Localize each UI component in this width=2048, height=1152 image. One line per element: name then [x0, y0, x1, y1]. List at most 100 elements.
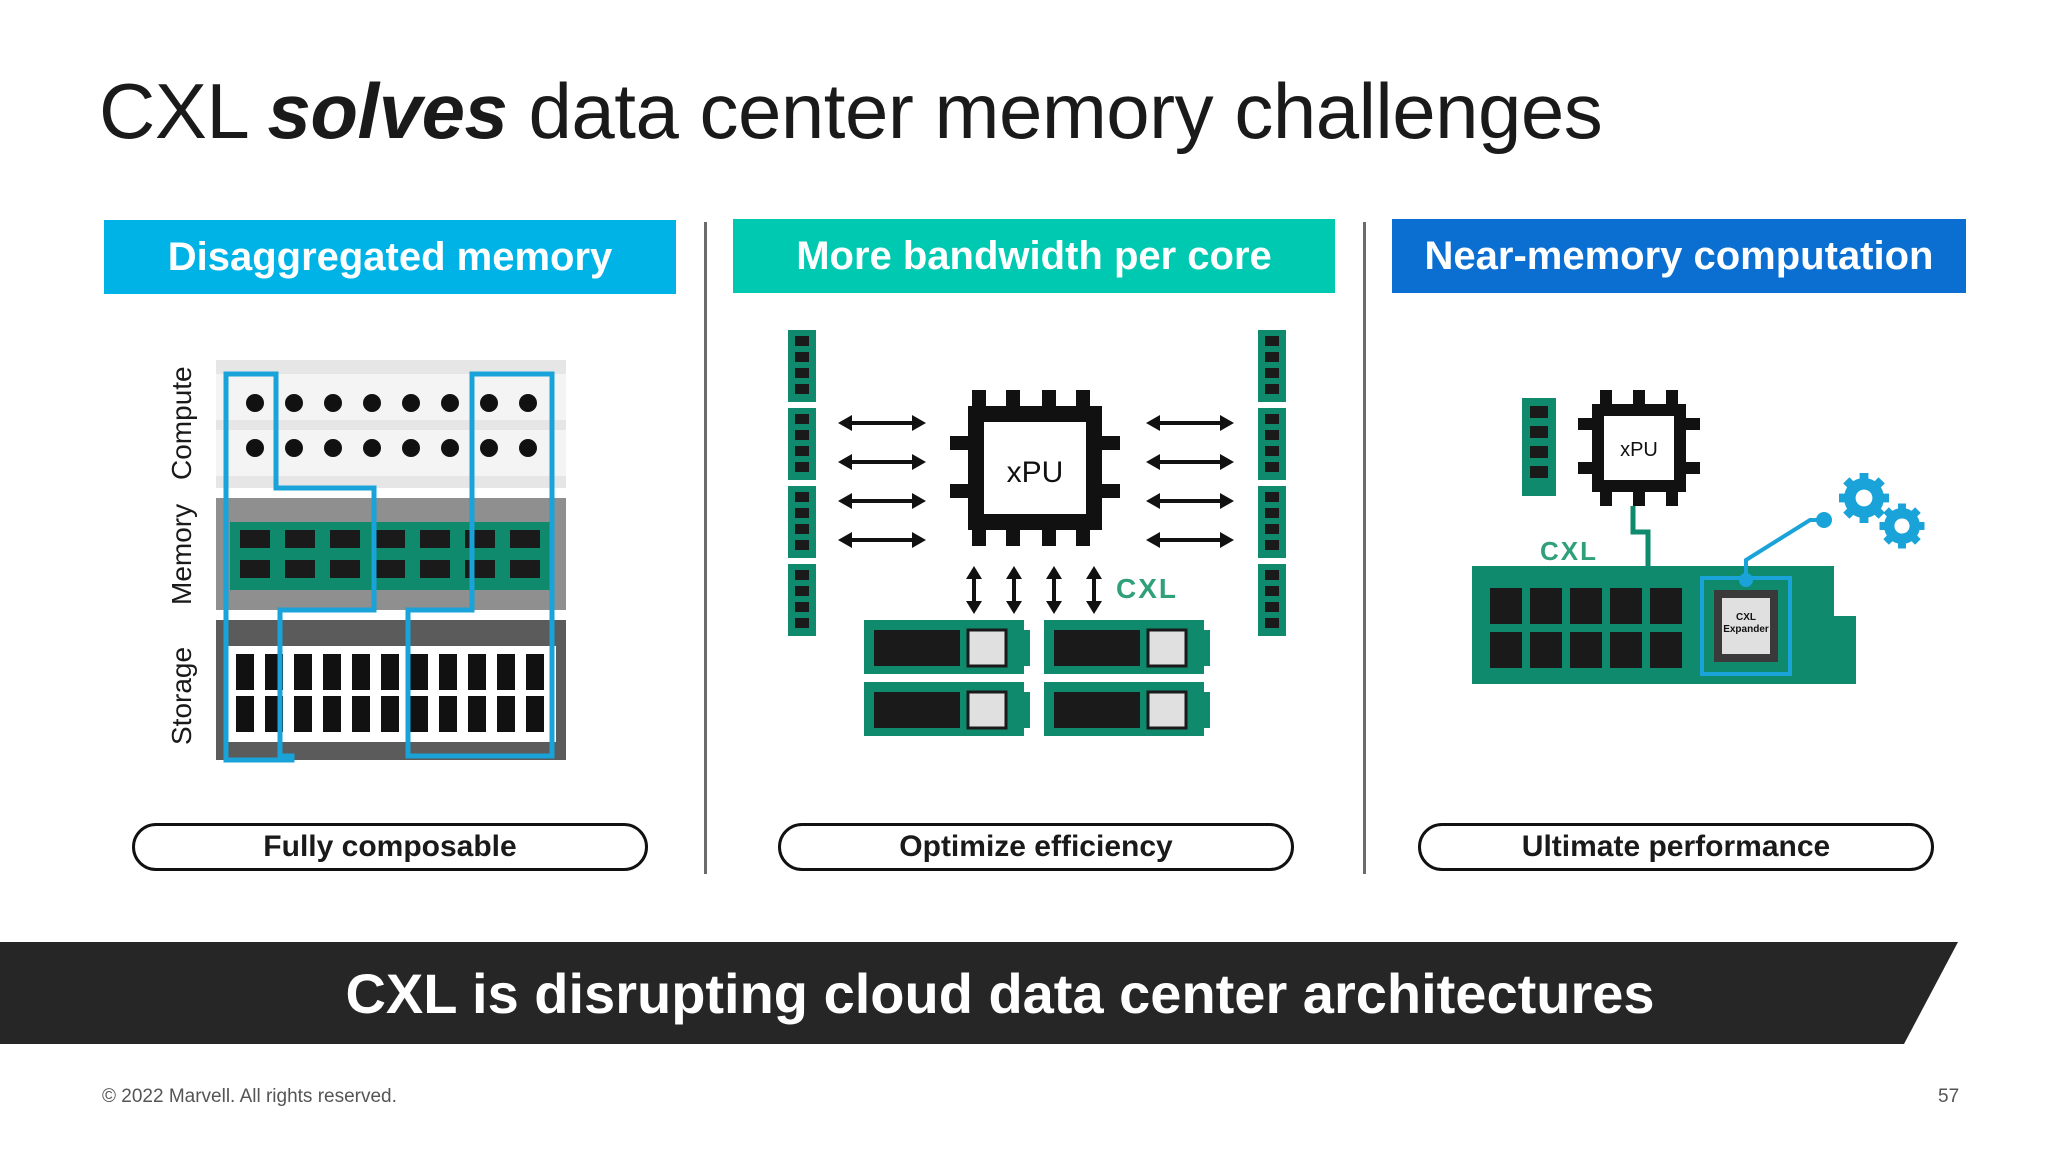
rack-labels: Compute Memory Storage	[166, 366, 197, 745]
title-suffix: data center memory challenges	[507, 67, 1603, 155]
rack-diagram: Compute Memory Storage	[166, 360, 566, 763]
rack-label-compute: Compute	[166, 366, 197, 480]
compute-node	[402, 439, 420, 457]
compute-node	[363, 394, 381, 412]
title-prefix: CXL	[99, 67, 268, 155]
double-arrow-icon	[836, 413, 928, 550]
compute-node	[324, 394, 342, 412]
compute-node	[480, 394, 498, 412]
storage-drive	[352, 654, 370, 690]
header-label: More bandwidth per core	[796, 233, 1272, 278]
storage-drive	[323, 696, 341, 732]
rack-label-storage: Storage	[166, 647, 197, 745]
storage-drive	[410, 654, 428, 690]
header-near-memory: Near-memory computation	[1392, 219, 1966, 293]
memory-module	[1610, 588, 1642, 624]
storage-drive	[439, 696, 457, 732]
compute-node	[324, 439, 342, 457]
memory-module	[420, 530, 450, 548]
pill-label: Fully composable	[263, 830, 517, 863]
banner-background	[0, 942, 1958, 1044]
storage-drive	[381, 696, 399, 732]
storage-drive	[468, 654, 486, 690]
memory-module	[375, 560, 405, 578]
bandwidth-diagram: xPU CXL	[788, 330, 1286, 738]
column-divider	[1363, 222, 1366, 874]
storage-drive	[497, 654, 515, 690]
copyright-text: © 2022 Marvell. All rights reserved.	[102, 1086, 397, 1107]
memory-module	[1530, 588, 1562, 624]
memory-module	[1650, 588, 1682, 624]
memory-module	[510, 530, 540, 548]
compute-nodes	[246, 394, 537, 457]
compute-node	[246, 439, 264, 457]
memory-module	[420, 560, 450, 578]
compute-node	[246, 394, 264, 412]
storage-drive	[236, 696, 254, 732]
header-label: Disaggregated memory	[167, 234, 613, 279]
banner-text: CXL is disrupting cloud data center arch…	[345, 961, 1655, 1025]
memory-module	[1490, 632, 1522, 668]
compute-node	[480, 439, 498, 457]
memory-stick-icon	[1522, 398, 1556, 496]
storage-drive	[236, 654, 254, 690]
cxl-expander-card	[1472, 566, 1856, 684]
memory-stick-icon	[1258, 330, 1286, 636]
pill-fully-composable: Fully composable	[132, 823, 648, 871]
memory-module	[375, 530, 405, 548]
compute-node	[402, 394, 420, 412]
vertical-arrow-icon	[964, 564, 1104, 616]
page-number: 57	[1938, 1086, 1960, 1107]
pill-label: Optimize efficiency	[899, 830, 1173, 863]
storage-drive	[352, 696, 370, 732]
storage-drive	[497, 696, 515, 732]
storage-drive	[323, 654, 341, 690]
slide-title: CXL solves data center memory challenges	[99, 66, 1603, 157]
composed-server-outline-left	[223, 371, 377, 763]
memory-module	[1530, 632, 1562, 668]
expander-chip-label: CXL Expander	[1723, 612, 1769, 635]
memory-module	[1570, 632, 1602, 668]
memory-module	[1490, 588, 1522, 624]
memory-module	[285, 560, 315, 578]
near-memory-diagram: xPU CXL	[1472, 390, 1925, 684]
pill-label: Ultimate performance	[1521, 830, 1831, 863]
title-emphasis: solves	[267, 67, 508, 155]
composed-server-outline-right	[405, 371, 555, 759]
compute-node	[441, 439, 459, 457]
storage-drive	[468, 696, 486, 732]
compute-node	[285, 439, 303, 457]
header-disaggregated-memory: Disaggregated memory	[104, 220, 676, 294]
storage-drive	[294, 696, 312, 732]
gear-icon	[1839, 473, 1889, 523]
cxl-logo: CXL	[1540, 536, 1598, 566]
memory-module	[240, 530, 270, 548]
compute-node	[441, 394, 459, 412]
chip-label: xPU	[1620, 439, 1658, 461]
memory-module	[510, 560, 540, 578]
chip-link	[1630, 506, 1651, 568]
memory-module	[240, 560, 270, 578]
compute-node	[519, 394, 537, 412]
chip-icon: xPU	[1578, 390, 1700, 506]
compute-node	[519, 439, 537, 457]
memory-module	[330, 530, 360, 548]
compute-node	[363, 439, 381, 457]
pill-optimize-efficiency: Optimize efficiency	[778, 823, 1294, 871]
gear-icon	[1879, 503, 1925, 549]
storage-drive	[526, 696, 544, 732]
compute-link	[1739, 512, 1832, 587]
chip-label: xPU	[1007, 456, 1064, 489]
compute-node	[285, 394, 303, 412]
cxl-logo: CXL	[1116, 573, 1178, 604]
storage-drive	[410, 696, 428, 732]
cxl-expander-cards	[862, 618, 1212, 738]
memory-module	[330, 560, 360, 578]
pill-ultimate-performance: Ultimate performance	[1418, 823, 1934, 871]
storage-drive	[294, 654, 312, 690]
storage-drive	[381, 654, 399, 690]
memory-module	[1570, 588, 1602, 624]
memory-stick-icon	[788, 330, 816, 636]
column-divider	[704, 222, 707, 874]
storage-drive	[526, 654, 544, 690]
